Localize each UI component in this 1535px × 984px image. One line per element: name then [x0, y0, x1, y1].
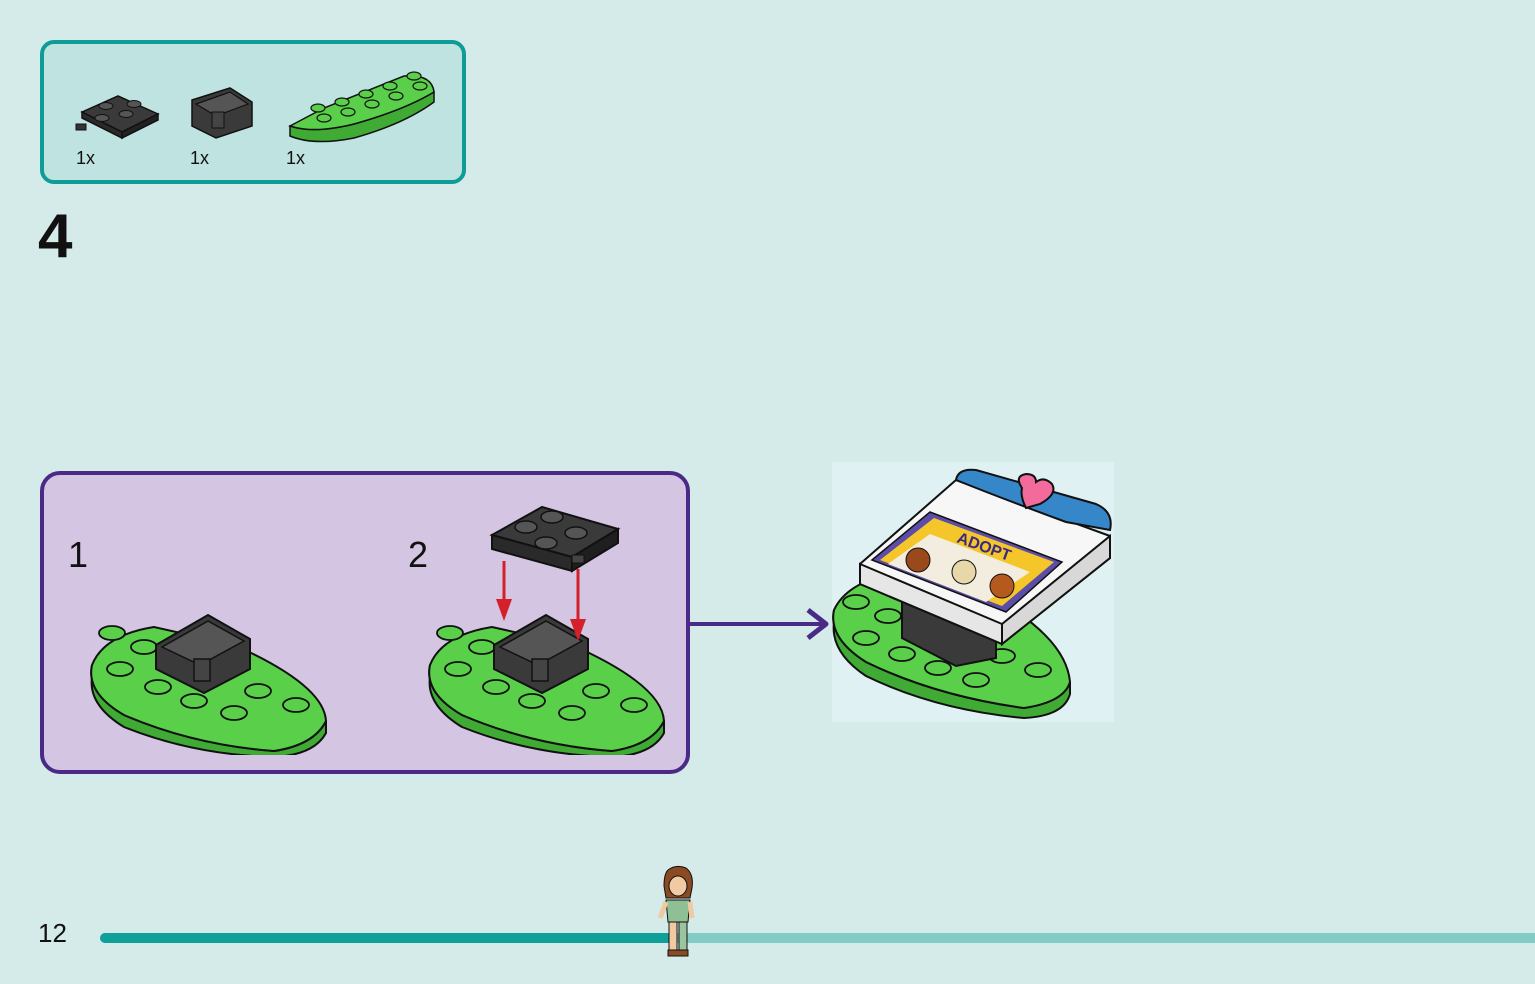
- down-arrow-icon: [570, 569, 586, 641]
- heart-icon: [1017, 472, 1055, 510]
- substep-1-illustration: [90, 613, 328, 755]
- green-plate-part-icon: [288, 71, 435, 143]
- step-number: 4: [38, 202, 73, 271]
- black-plate-part-icon: [75, 95, 160, 140]
- progress-bar: [100, 933, 1535, 943]
- substep-box: 1 2: [40, 471, 690, 774]
- substep-number-1: 1: [68, 534, 89, 575]
- page-number: 12: [38, 918, 67, 948]
- right-arrow-icon: [690, 608, 829, 640]
- result-illustration: ADOPT: [832, 468, 1112, 720]
- part-quantity: 1x: [286, 148, 306, 168]
- down-arrow-icon: [496, 561, 512, 621]
- substep-2-illustration: [428, 505, 666, 755]
- progress-bar-fill: [100, 933, 674, 943]
- part-quantity: 1x: [76, 148, 96, 168]
- parts-callout: 1x 1x 1x: [40, 40, 466, 184]
- part-quantity: 1x: [190, 148, 210, 168]
- substep-number-2: 2: [408, 534, 429, 575]
- black-hinge-part-icon: [191, 87, 253, 139]
- minifigure-icon: [657, 865, 695, 957]
